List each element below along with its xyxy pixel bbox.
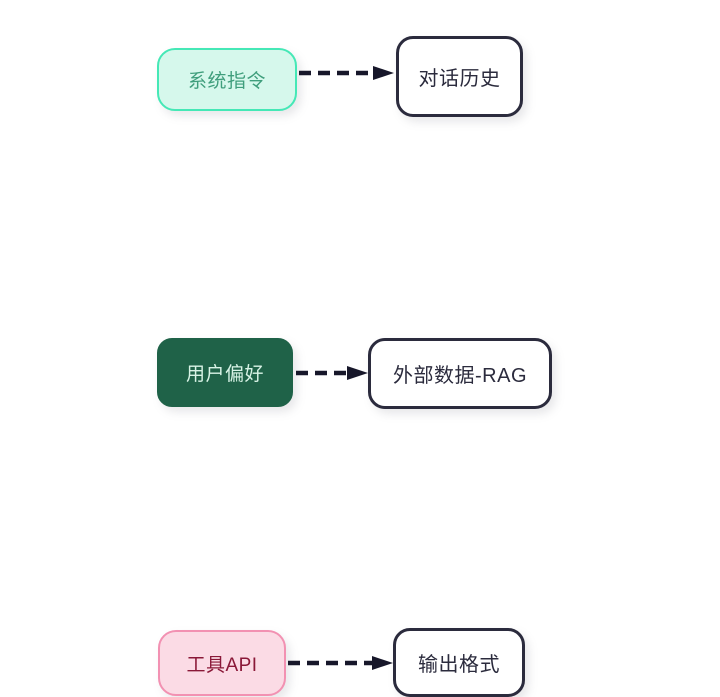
node-system-instruction[interactable]: 系统指令 <box>157 48 297 111</box>
diagram-canvas: 系统指令 对话历史 用户偏好 外部数据-RAG 工具AP <box>0 18 720 697</box>
node-label: 对话历史 <box>418 68 501 90</box>
node-label: 输出格式 <box>418 654 500 676</box>
arrow-tool-api-to-output-format <box>288 656 394 670</box>
arrow-user-preference-to-external-data-rag <box>296 366 369 380</box>
arrowhead-icon <box>347 366 368 380</box>
arrow-system-instruction-to-dialog-history <box>299 66 395 80</box>
arrowhead-icon <box>372 656 393 670</box>
diagram-row: 用户偏好 外部数据-RAG <box>0 168 720 409</box>
diagram-row: 工具API 输出格式 <box>0 313 720 697</box>
node-label: 用户偏好 <box>185 364 264 385</box>
node-user-preference[interactable]: 用户偏好 <box>157 338 293 407</box>
node-label: 工具API <box>186 654 258 676</box>
node-output-format[interactable]: 输出格式 <box>393 628 525 697</box>
node-tool-api[interactable]: 工具API <box>158 630 286 696</box>
node-label: 外部数据-RAG <box>393 365 527 387</box>
arrowhead-icon <box>373 66 394 80</box>
node-label: 系统指令 <box>187 71 266 92</box>
node-external-data-rag[interactable]: 外部数据-RAG <box>368 338 552 409</box>
diagram-row: 系统指令 对话历史 <box>0 18 720 117</box>
node-dialog-history[interactable]: 对话历史 <box>396 36 523 117</box>
